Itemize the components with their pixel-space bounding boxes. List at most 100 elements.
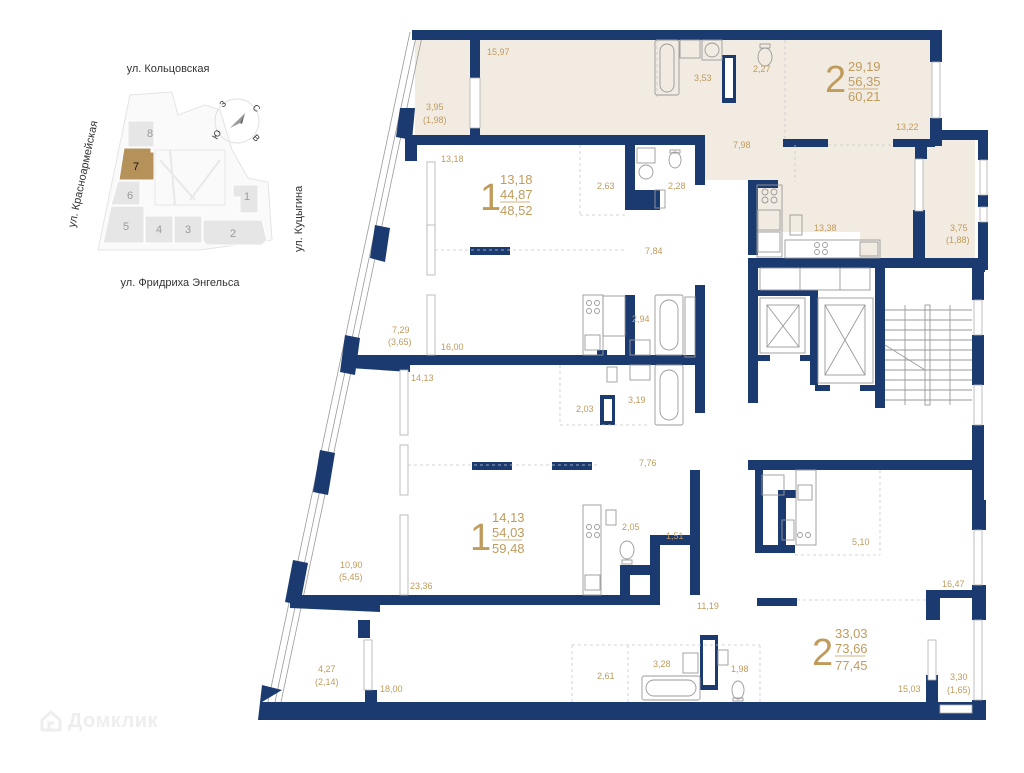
svg-text:60,21: 60,21 — [848, 89, 881, 104]
svg-text:(1,65): (1,65) — [947, 685, 971, 695]
apartment-summary-2room-top[interactable]: 2 29,19 56,35 60,21 — [825, 59, 881, 104]
svg-text:3,30: 3,30 — [950, 672, 968, 682]
walls — [258, 30, 988, 720]
zone-dividers — [408, 40, 928, 702]
svg-text:7,76: 7,76 — [639, 458, 657, 468]
floor-plan: 15,97 3,95 (1,98) 3,53 2,27 7,98 13,22 1… — [258, 30, 988, 720]
svg-text:(3,65): (3,65) — [388, 337, 412, 347]
svg-text:1,51: 1,51 — [666, 531, 684, 541]
apartment-summary-2room-bottom[interactable]: 2 33,03 73,66 77,45 — [812, 626, 868, 674]
svg-text:16,47: 16,47 — [942, 579, 965, 589]
building-1[interactable]: 1 — [232, 184, 259, 214]
watermark: Домклик — [38, 708, 158, 734]
svg-text:1: 1 — [244, 191, 250, 203]
svg-text:11,19: 11,19 — [697, 601, 719, 611]
building-4[interactable]: 4 — [144, 215, 174, 244]
window-frames — [363, 61, 988, 714]
svg-text:44,87: 44,87 — [500, 187, 533, 202]
bathtub-icon — [654, 39, 680, 96]
svg-text:1,98: 1,98 — [731, 664, 749, 674]
svg-text:1: 1 — [470, 517, 491, 559]
svg-text:13,18: 13,18 — [500, 172, 533, 187]
site-plan: ул. Кольцовская ул. Красноармейская ул. … — [66, 63, 305, 289]
svg-text:(5,45): (5,45) — [339, 572, 363, 582]
svg-text:48,52: 48,52 — [500, 203, 533, 218]
fixtures — [582, 39, 972, 702]
svg-text:2,94: 2,94 — [632, 314, 650, 324]
street-south-label: ул. Фридриха Энгельса — [121, 277, 241, 289]
svg-text:33,03: 33,03 — [835, 626, 868, 641]
svg-text:3,75: 3,75 — [950, 223, 968, 233]
building-7-selected[interactable]: 7 — [118, 147, 155, 181]
svg-text:13,22: 13,22 — [896, 122, 919, 132]
svg-text:7,84: 7,84 — [645, 246, 663, 256]
street-west-label: ул. Красноармейская — [66, 120, 100, 229]
svg-text:7,29: 7,29 — [392, 325, 410, 335]
svg-text:16,00: 16,00 — [441, 342, 464, 352]
svg-text:8: 8 — [147, 128, 153, 140]
svg-text:15,97: 15,97 — [487, 47, 510, 57]
building-6[interactable]: 6 — [110, 180, 141, 206]
svg-text:5,10: 5,10 — [852, 537, 870, 547]
svg-text:2,05: 2,05 — [622, 522, 640, 532]
svg-text:(1,98): (1,98) — [423, 115, 447, 125]
svg-text:В: В — [251, 132, 262, 143]
svg-text:2,03: 2,03 — [576, 404, 594, 414]
svg-text:29,19: 29,19 — [848, 59, 881, 74]
svg-text:7: 7 — [133, 161, 139, 173]
svg-text:Ю: Ю — [210, 128, 223, 141]
svg-text:З: З — [217, 98, 228, 109]
svg-text:3,19: 3,19 — [628, 395, 646, 405]
svg-text:2: 2 — [230, 228, 236, 240]
apartment-summary-1room-lower[interactable]: 1 14,13 54,03 59,48 — [470, 510, 525, 559]
apartment-summary-1room-upper[interactable]: 1 13,18 44,87 48,52 — [480, 172, 533, 219]
svg-text:13,38: 13,38 — [814, 223, 837, 233]
building-5[interactable]: 5 — [102, 205, 145, 244]
apartment-1room-lower-labels: 14,13 2,03 3,19 7,76 2,05 1,51 23,36 10,… — [339, 373, 684, 591]
svg-text:4,27: 4,27 — [318, 664, 336, 674]
svg-text:5: 5 — [123, 221, 129, 233]
svg-text:56,35: 56,35 — [848, 74, 881, 89]
svg-text:2: 2 — [812, 632, 833, 674]
svg-text:73,66: 73,66 — [835, 641, 868, 656]
svg-text:18,00: 18,00 — [380, 684, 403, 694]
svg-text:2,61: 2,61 — [597, 671, 615, 681]
building-8[interactable]: 8 — [127, 120, 155, 148]
street-north-label: ул. Кольцовская — [127, 63, 210, 75]
courtyard-paths — [159, 149, 221, 206]
svg-text:2,63: 2,63 — [597, 181, 615, 191]
svg-text:77,45: 77,45 — [835, 658, 868, 673]
apartment-2room-bottom-labels: 5,10 16,47 11,19 2,61 3,28 1,98 15,03 3,… — [315, 537, 971, 695]
building-2[interactable]: 2 — [202, 219, 268, 246]
svg-text:2,27: 2,27 — [753, 64, 771, 74]
stairs-icon — [884, 304, 972, 406]
domclick-house-icon — [40, 710, 62, 732]
svg-text:(1,88): (1,88) — [946, 235, 970, 245]
watermark-text: Домклик — [68, 709, 159, 732]
svg-text:4: 4 — [156, 224, 162, 236]
svg-text:7,98: 7,98 — [733, 140, 751, 150]
svg-text:15,03: 15,03 — [898, 684, 921, 694]
svg-text:6: 6 — [127, 190, 133, 202]
svg-text:1: 1 — [480, 177, 501, 219]
apartment-2room-top-labels: 15,97 3,95 (1,98) 3,53 2,27 7,98 13,22 1… — [423, 47, 970, 245]
svg-text:3: 3 — [185, 224, 191, 236]
svg-text:23,36: 23,36 — [410, 581, 433, 591]
svg-text:(2,14): (2,14) — [315, 677, 339, 687]
courtyard — [154, 149, 226, 206]
apartment-1room-upper-labels: 13,18 2,63 2,28 7,84 2,94 16,00 7,29 (3,… — [388, 154, 686, 352]
svg-text:2,28: 2,28 — [668, 181, 686, 191]
building-3[interactable]: 3 — [173, 215, 203, 244]
svg-text:3,95: 3,95 — [426, 102, 444, 112]
svg-text:14,13: 14,13 — [492, 510, 525, 525]
svg-text:2: 2 — [825, 59, 846, 101]
svg-text:59,48: 59,48 — [492, 541, 525, 556]
svg-text:13,18: 13,18 — [441, 154, 464, 164]
svg-text:3,28: 3,28 — [653, 659, 671, 669]
svg-text:54,03: 54,03 — [492, 525, 525, 540]
svg-text:3,53: 3,53 — [694, 73, 712, 83]
street-east-label: ул. Куцыгина — [293, 185, 305, 252]
apartment-2room-top-fill[interactable] — [415, 38, 975, 262]
